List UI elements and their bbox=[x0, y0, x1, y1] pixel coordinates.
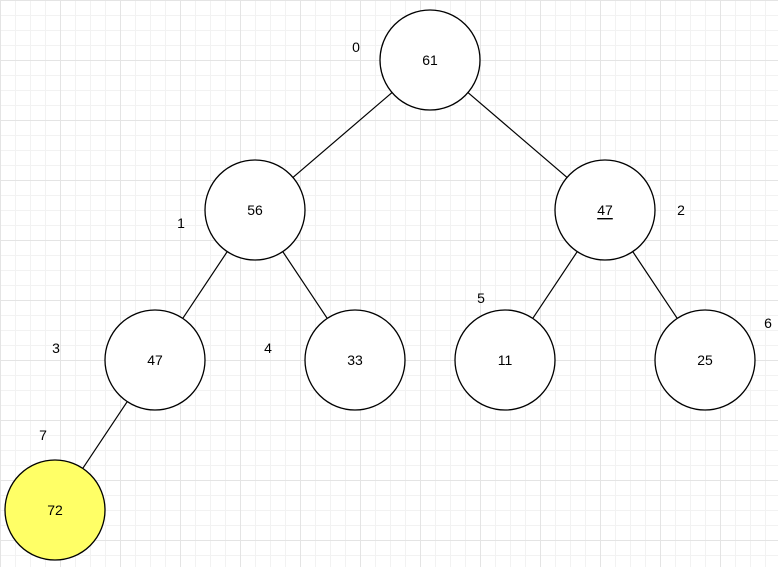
index-label-2: 2 bbox=[677, 202, 685, 218]
heap-node-3[interactable]: 47 bbox=[104, 309, 206, 411]
index-label-7: 7 bbox=[39, 427, 47, 443]
node-circle bbox=[654, 309, 756, 411]
node-value: 47 bbox=[597, 202, 613, 218]
heap-node-6[interactable]: 25 bbox=[654, 309, 756, 411]
heap-node-7[interactable]: 72 bbox=[4, 459, 106, 561]
index-label-4: 4 bbox=[264, 340, 272, 356]
node-value: 47 bbox=[147, 352, 163, 368]
node-value: 11 bbox=[498, 352, 513, 368]
index-label-0: 0 bbox=[352, 39, 360, 55]
edge-0-1 bbox=[292, 92, 393, 178]
node-circle bbox=[554, 159, 656, 261]
node-circle bbox=[379, 9, 481, 111]
heap-node-0[interactable]: 61 bbox=[379, 9, 481, 111]
edge-0-2 bbox=[467, 92, 568, 178]
index-label-5: 5 bbox=[477, 290, 485, 306]
node-value: 33 bbox=[347, 352, 363, 368]
node-circle bbox=[204, 159, 306, 261]
index-label-3: 3 bbox=[52, 340, 60, 356]
tree-edges bbox=[82, 92, 678, 469]
index-label-6: 6 bbox=[764, 315, 772, 331]
node-value: 72 bbox=[47, 502, 63, 518]
edge-1-4 bbox=[282, 251, 328, 319]
heap-node-5[interactable]: 11 bbox=[454, 309, 556, 411]
index-label-1: 1 bbox=[177, 215, 185, 231]
heap-node-2[interactable]: 47 bbox=[554, 159, 656, 261]
node-value: 56 bbox=[247, 202, 263, 218]
edge-2-6 bbox=[632, 251, 678, 319]
node-circle bbox=[304, 309, 406, 411]
node-circle bbox=[104, 309, 206, 411]
edge-1-3 bbox=[182, 251, 228, 319]
heap-node-4[interactable]: 33 bbox=[304, 309, 406, 411]
edge-3-7 bbox=[82, 401, 128, 469]
node-circle bbox=[454, 309, 556, 411]
heap-node-1[interactable]: 56 bbox=[204, 159, 306, 261]
edge-2-5 bbox=[532, 251, 578, 319]
node-value: 61 bbox=[422, 52, 438, 68]
node-circle bbox=[4, 459, 106, 561]
node-value: 25 bbox=[697, 352, 713, 368]
